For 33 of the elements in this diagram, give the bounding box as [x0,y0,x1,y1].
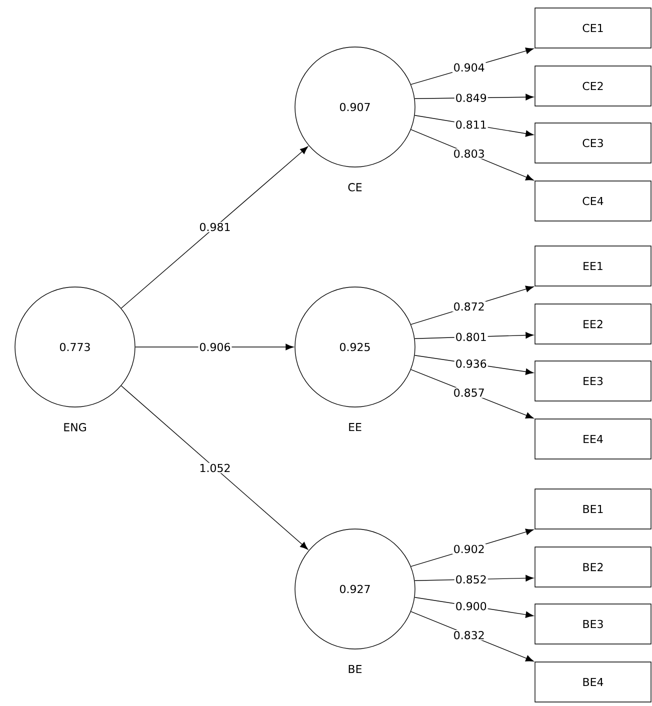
arrow [120,146,308,309]
edge-label: 0.936 [454,358,488,369]
edge-label: 0.832 [452,630,486,640]
indicator-box: BE2 [534,546,652,588]
indicator-box: CE4 [534,180,652,222]
edge-label: 0.872 [452,301,486,312]
indicator-box: EE2 [534,304,652,344]
indicator-box: EE3 [534,360,652,402]
indicator-box: EE4 [534,418,652,460]
indicator-box: BE3 [534,604,652,644]
edge-label: 0.801 [454,332,488,342]
circle-label: BE [348,665,362,674]
edge-label: 0.857 [452,388,486,398]
edge-label: 0.803 [452,148,486,159]
indicator-box: CE1 [534,8,652,48]
circle-label: EE [349,423,362,432]
indicator-box: CE2 [534,66,652,106]
edge-label: 0.906 [198,342,232,352]
indicator-box: BE4 [534,662,652,702]
edge-label: 0.811 [454,119,488,130]
edge-label: 0.900 [454,600,488,612]
indicator-box: EE1 [534,246,652,286]
circle-label: CE [348,183,362,192]
edge-label: 0.849 [454,92,488,104]
edge-label: 0.904 [452,62,486,73]
indicator-box: BE1 [534,488,652,530]
edge-label: 1.052 [198,462,232,474]
circle-label: ENG [64,423,86,432]
arrow [120,385,308,550]
edge-label: 0.852 [454,574,488,585]
edge-label: 0.981 [198,222,232,232]
edge-label: 0.902 [452,544,486,554]
indicator-box: CE3 [534,122,652,164]
